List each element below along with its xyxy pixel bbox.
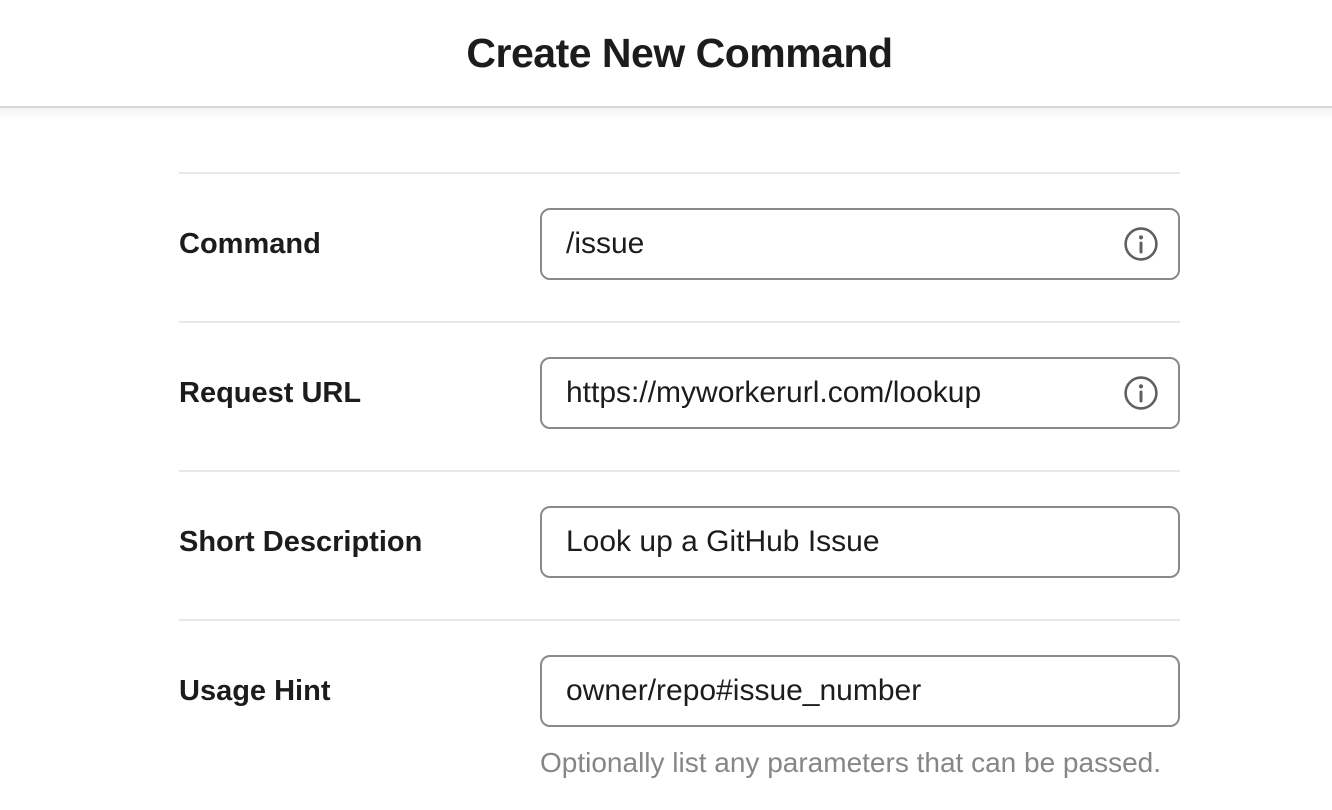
command-label: Command xyxy=(179,227,321,260)
info-circle-icon xyxy=(1124,376,1158,410)
info-circle-icon xyxy=(1124,227,1158,261)
command-field xyxy=(540,208,1180,280)
usage-hint-field xyxy=(540,655,1180,727)
dialog-header: Create New Command xyxy=(0,0,1332,120)
dialog-header-inner: Create New Command xyxy=(179,0,1180,106)
request-url-input[interactable] xyxy=(540,357,1180,429)
create-command-form: Command Request URL xyxy=(179,172,1180,803)
info-icon[interactable] xyxy=(1122,225,1160,263)
request-url-label: Request URL xyxy=(179,376,362,409)
info-icon[interactable] xyxy=(1122,374,1160,412)
usage-hint-label: Usage Hint xyxy=(179,674,331,707)
page-title: Create New Command xyxy=(466,29,893,76)
usage-hint-input[interactable] xyxy=(540,655,1180,727)
command-input[interactable] xyxy=(540,208,1180,280)
short-description-label: Short Description xyxy=(179,525,423,558)
form-row-command: Command xyxy=(179,172,1180,321)
short-description-input[interactable] xyxy=(540,506,1180,578)
short-description-field xyxy=(540,506,1180,578)
request-url-field xyxy=(540,357,1180,429)
form-row-request-url: Request URL xyxy=(179,321,1180,470)
form-row-usage-hint: Usage Hint Optionally list any parameter… xyxy=(179,619,1180,803)
form-row-short-description: Short Description xyxy=(179,470,1180,619)
usage-hint-help-text: Optionally list any parameters that can … xyxy=(540,747,1162,778)
